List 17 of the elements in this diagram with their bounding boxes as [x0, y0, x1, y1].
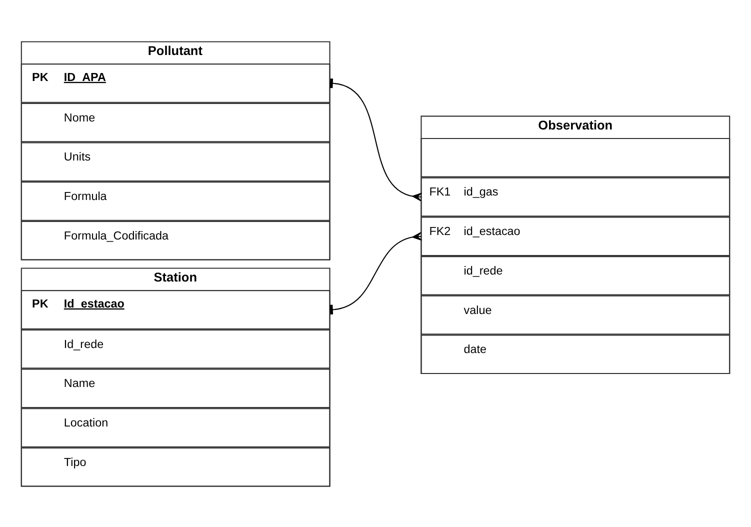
node-box: Location [20, 408, 330, 447]
node-box: Tipo [20, 446, 330, 486]
node-box: Nome [20, 102, 330, 142]
node-box: Id_rede [20, 328, 330, 368]
node-box: Name [20, 368, 330, 408]
node-box: id_rede [420, 256, 730, 295]
node-box: Units [20, 142, 330, 182]
node-box: date [420, 334, 730, 374]
node-box: PK Id_estacao [20, 290, 330, 329]
node-box [420, 138, 730, 177]
node-box: value [420, 294, 730, 334]
node-box: Formula_Codificada [20, 220, 330, 260]
node-box: FK1 id_gas [420, 176, 730, 216]
node-box: FK2 id_estacao [420, 216, 730, 256]
node-box: PK ID_APA [20, 63, 330, 102]
connector [330, 78, 422, 201]
node-box: Formula [20, 181, 330, 220]
